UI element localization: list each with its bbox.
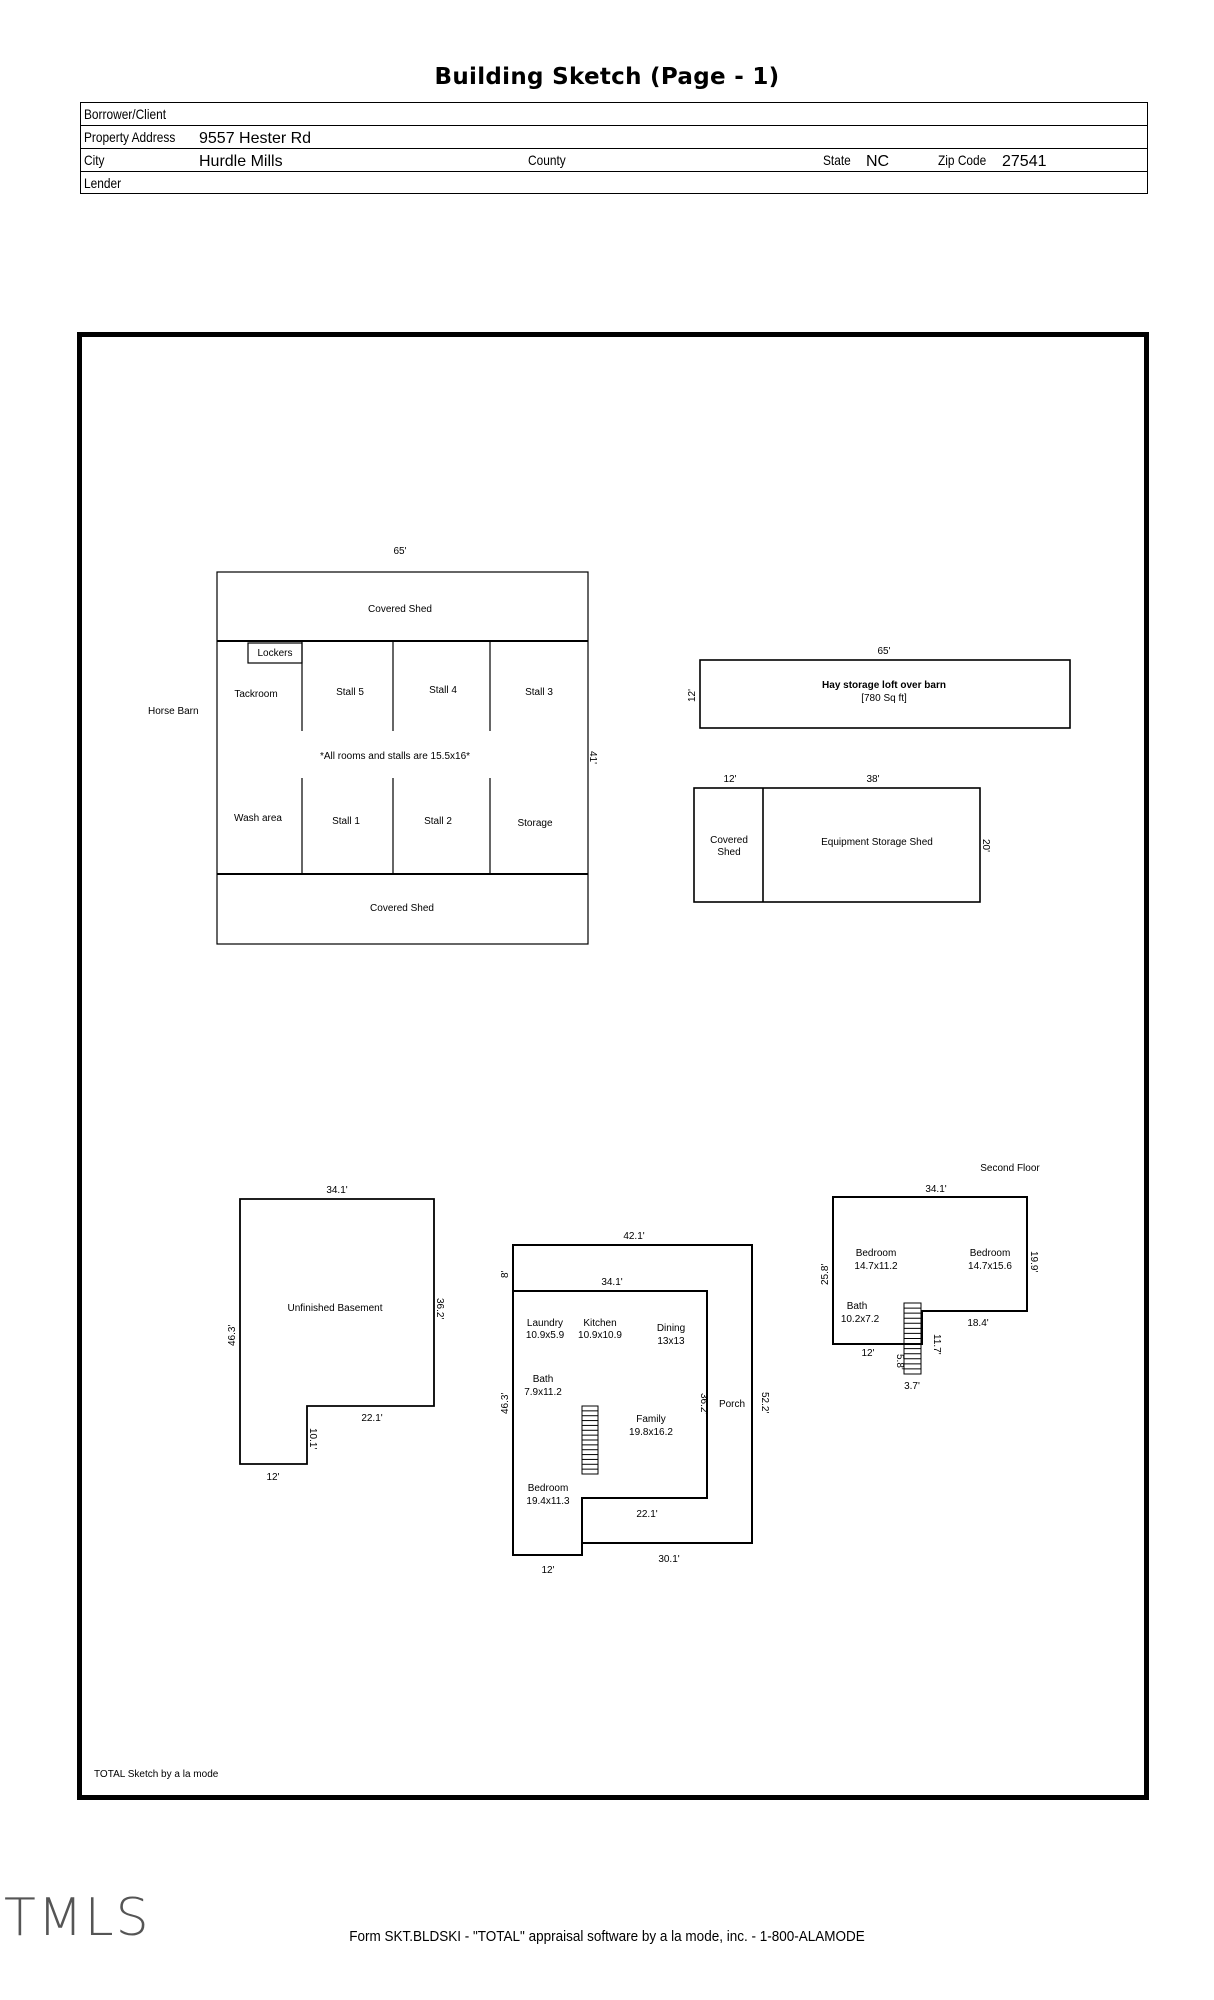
main-step: 22.1' <box>636 1509 657 1520</box>
second-left: 25.8' <box>820 1264 831 1285</box>
dining-label: Dining <box>657 1323 685 1334</box>
barn-name: Horse Barn <box>148 706 199 717</box>
stall-3-label: Stall 3 <box>525 687 553 698</box>
basement-step-v: 10.1' <box>307 1428 318 1449</box>
main-left: 46.3' <box>500 1393 511 1414</box>
barn-depth: 41' <box>587 751 598 764</box>
second-bath-dim: 10.2x7.2 <box>841 1314 880 1325</box>
porch-bottom: 30.1' <box>658 1554 679 1565</box>
borrower-label: Borrower/Client <box>84 106 167 122</box>
equipment-shed-width: 38' <box>866 774 879 785</box>
main-level-outline <box>512 1290 708 1556</box>
bed2-label: Bedroom <box>970 1248 1011 1259</box>
city-row: City Hurdle Mills County State NC Zip Co… <box>81 149 1147 172</box>
dining-dim: 13x13 <box>657 1336 685 1347</box>
basement-top: 34.1' <box>326 1185 347 1196</box>
basement-left: 46.3' <box>227 1325 238 1346</box>
lockers-label: Lockers <box>257 648 292 659</box>
wash-area-label: Wash area <box>234 813 282 824</box>
porch-right: 52.2' <box>759 1392 770 1413</box>
county-label: County <box>528 152 566 168</box>
main-top: 34.1' <box>601 1277 622 1288</box>
page-footer: Form SKT.BLDSKI - "TOTAL" appraisal soft… <box>349 1928 865 1945</box>
second-bath-label: Bath <box>847 1301 868 1312</box>
equipment-shed-outline <box>693 787 981 903</box>
state-label: State <box>823 152 851 168</box>
family-dim: 19.8x16.2 <box>629 1427 673 1438</box>
stair-height: 11.7' <box>931 1334 942 1355</box>
stall-4-label: Stall 4 <box>429 685 457 696</box>
barn-note: *All rooms and stalls are 15.5x16* <box>320 751 470 762</box>
bed2-dim: 14.7x15.6 <box>968 1261 1012 1272</box>
laundry-label: Laundry <box>527 1318 563 1329</box>
tmls-watermark: TMLS <box>4 1888 151 1948</box>
equipment-shed-depth: 20' <box>980 839 991 852</box>
hay-depth: 12' <box>687 689 698 702</box>
equipment-shed-label: Equipment Storage Shed <box>821 837 933 848</box>
main-bottom: 12' <box>541 1565 554 1576</box>
stall-1-label: Stall 1 <box>332 816 360 827</box>
zip-value: 27541 <box>1002 153 1047 170</box>
second-top: 34.1' <box>925 1184 946 1195</box>
second-bottom: 12' <box>861 1348 874 1359</box>
lender-label: Lender <box>84 175 122 191</box>
bed1-label: Bedroom <box>856 1248 897 1259</box>
tackroom-label: Tackroom <box>234 689 277 700</box>
storage-label: Storage <box>517 818 552 829</box>
barn-outline <box>216 571 589 945</box>
basement-right: 36.2' <box>434 1298 445 1319</box>
stall-2-label: Stall 2 <box>424 816 452 827</box>
hay-title: Hay storage loft over barn <box>822 680 946 691</box>
stairs-group <box>581 1302 922 1475</box>
family-label: Family <box>636 1414 665 1425</box>
lender-row: Lender <box>81 172 1147 195</box>
zip-label: Zip Code <box>938 152 987 168</box>
inner-right: 36.2' <box>698 1393 709 1414</box>
hay-loft-outline <box>699 659 1071 729</box>
city-value: Hurdle Mills <box>199 153 283 170</box>
borrower-row: Borrower/Client <box>81 103 1147 126</box>
bedroom-label: Bedroom <box>528 1483 569 1494</box>
hay-area: [780 Sq ft] <box>861 693 907 704</box>
kitchen-label: Kitchen <box>583 1318 616 1329</box>
address-value: 9557 Hester Rd <box>199 130 312 147</box>
second-small: 5.8' <box>894 1354 905 1370</box>
basement-label: Unfinished Basement <box>287 1303 382 1314</box>
bath-label: Bath <box>533 1374 554 1385</box>
porch-top: 42.1' <box>623 1231 644 1242</box>
bedroom-dim: 19.4x11.3 <box>526 1496 570 1507</box>
basement-step-h: 22.1' <box>361 1413 382 1424</box>
bed1-dim: 14.7x11.2 <box>854 1261 898 1272</box>
basement-outline <box>239 1198 435 1465</box>
city-label: City <box>84 152 105 168</box>
address-label: Property Address <box>84 129 176 145</box>
state-value: NC <box>866 153 890 170</box>
stall-5-label: Stall 5 <box>336 687 364 698</box>
header-table: Borrower/Client Property Address 9557 He… <box>80 102 1148 194</box>
porch-left: 8' <box>500 1270 511 1278</box>
kitchen-dim: 10.9x10.9 <box>578 1330 622 1341</box>
second-floor-label: Second Floor <box>980 1163 1040 1174</box>
covered-shed-label-1: Covered <box>710 835 748 846</box>
bath-dim: 7.9x11.2 <box>524 1387 562 1398</box>
covered-shed-label-2: Shed <box>717 847 740 858</box>
covered-shed-width: 12' <box>723 774 736 785</box>
barn-width: 65' <box>393 546 406 557</box>
second-floor-outline <box>832 1196 1028 1345</box>
address-row: Property Address 9557 Hester Rd <box>81 126 1147 149</box>
page-title: Building Sketch (Page - 1) <box>434 64 780 90</box>
second-step: 18.4' <box>967 1318 988 1329</box>
basement-bottom: 12' <box>266 1472 279 1483</box>
barn-covered-shed-bottom: Covered Shed <box>370 903 434 914</box>
barn-covered-shed-top: Covered Shed <box>368 604 432 615</box>
second-right: 19.9' <box>1028 1251 1039 1272</box>
stair-width: 3.7' <box>904 1381 920 1392</box>
sketch-credit: TOTAL Sketch by a la mode <box>94 1769 219 1780</box>
hay-width: 65' <box>877 646 890 657</box>
sketch-frame <box>77 332 1149 1800</box>
porch-label: Porch <box>719 1399 745 1410</box>
laundry-dim: 10.9x5.9 <box>526 1330 565 1341</box>
